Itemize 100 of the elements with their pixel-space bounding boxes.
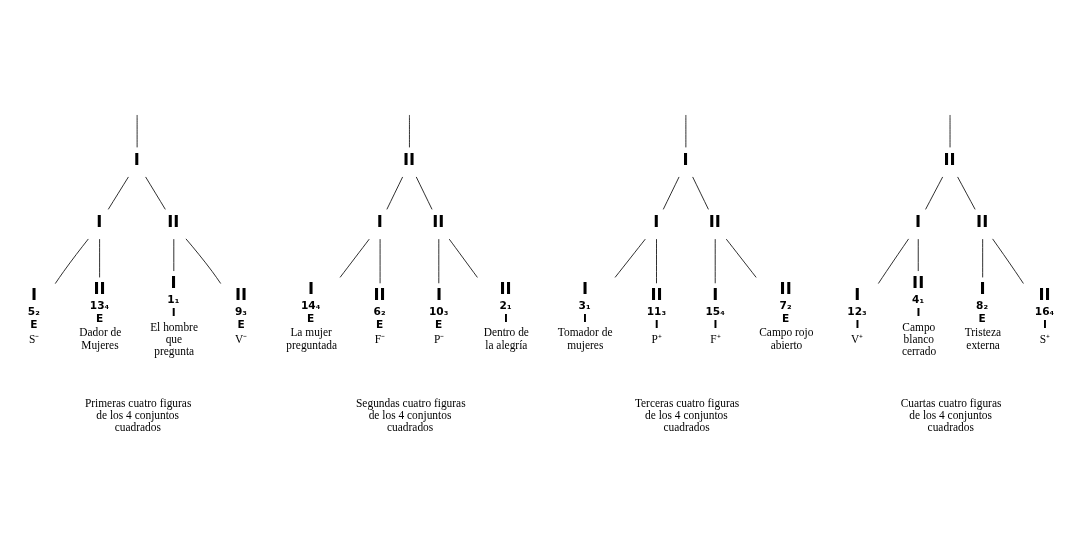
connector [107, 176, 129, 210]
node-label: I [713, 318, 718, 331]
node-text: I [435, 285, 443, 305]
connector [185, 238, 222, 284]
node-text: I [581, 278, 588, 298]
connector [339, 238, 370, 278]
node-label: 11₃ [646, 305, 667, 318]
node-label: Tristeza externa [964, 326, 1002, 351]
node-label: Campo rojo abierto [759, 326, 814, 351]
node-label: E [95, 311, 104, 324]
node-label: E [435, 318, 443, 331]
node-text: I [979, 278, 986, 298]
node-label: I [504, 311, 508, 324]
node-text: II [912, 273, 925, 293]
node-label: I [654, 318, 659, 331]
label: Segundas cuatro figuras de los 4 conjuntos cuadrados [356, 396, 466, 434]
node-text: II [1038, 285, 1051, 305]
connector [725, 238, 757, 278]
node-text: II [499, 278, 512, 298]
node-text: I [307, 278, 315, 298]
node-text: II [779, 278, 792, 298]
node-label: I [916, 306, 921, 319]
node-text: I [96, 212, 103, 232]
node-label: 12₃ [847, 305, 867, 318]
node-label: Tomador de mujeres [557, 326, 613, 351]
node-label: I [171, 306, 176, 319]
connector [957, 176, 976, 210]
label: Terceras cuatro figuras de los 4 conjuntos cuadrados [634, 396, 740, 434]
node-label: 14₄ [301, 298, 321, 311]
node-label: E [782, 311, 790, 324]
node-label: 13₄ [89, 298, 110, 311]
node-label: I [1043, 318, 1047, 331]
node-text: II [234, 285, 248, 305]
connector [415, 176, 433, 210]
node-label: 16₄ [1034, 305, 1055, 318]
connector [982, 238, 984, 278]
node-label: 1₁ [167, 293, 180, 306]
connector [992, 238, 1024, 284]
node-label: S⁺ [1039, 332, 1051, 345]
node-label: 7₂ [779, 298, 792, 311]
connector [692, 176, 709, 210]
connector [662, 176, 680, 210]
node-label: P⁻ [433, 332, 445, 345]
node-label: I [855, 318, 860, 331]
node-label: 2₁ [499, 298, 512, 311]
connector [925, 176, 944, 210]
node-text: II [167, 212, 180, 232]
label: Cuartas cuatro figuras de los 4 conjuntos cuadrados [900, 396, 1002, 434]
connector [656, 238, 657, 284]
node-text: II [402, 150, 416, 170]
node-text: I [376, 212, 383, 232]
node-label: 15₄ [705, 305, 725, 318]
node-text: I [914, 212, 922, 232]
node-label: 4₁ [912, 293, 925, 306]
node-label: 5₂ [27, 305, 40, 318]
node-label: 6₂ [373, 305, 386, 318]
node-text: II [373, 285, 386, 305]
node-text: II [93, 278, 106, 298]
node-label: Dentro de la alegría [483, 326, 529, 351]
connector [99, 238, 100, 278]
node-text: II [650, 285, 663, 305]
node-text: I [712, 285, 719, 305]
node-text: I [133, 150, 140, 170]
node-label: 3₁ [578, 298, 591, 311]
connector [448, 238, 478, 278]
node-text: I [854, 285, 861, 305]
node-text: II [708, 212, 721, 232]
connector [614, 238, 646, 278]
node-text: II [976, 212, 989, 232]
node-label: E [237, 318, 245, 331]
node-label: F⁺ [710, 332, 721, 345]
node-label: E [978, 311, 986, 324]
connector [409, 114, 410, 148]
node-label: E [376, 318, 384, 331]
node-text: I [682, 150, 689, 170]
node-label: E [307, 311, 315, 324]
node-label: V⁺ [850, 332, 864, 345]
connector [386, 176, 404, 210]
node-label: 8₂ [976, 298, 989, 311]
connector [145, 176, 166, 210]
node-label: Campo blanco cerrado [901, 320, 937, 358]
connector [877, 238, 909, 284]
connector [54, 238, 89, 285]
node-text: I [653, 212, 660, 232]
node-label: V⁻ [234, 332, 248, 345]
node-label: I [583, 311, 588, 324]
node-label: E [30, 318, 38, 331]
node-label: S⁻ [29, 332, 40, 345]
node-label: F⁻ [374, 332, 386, 345]
node-label: 9₃ [234, 305, 247, 318]
node-label: 10₃ [429, 305, 449, 318]
node-label: Dador de Mujeres [79, 326, 122, 351]
label: Primeras cuatro figuras de los 4 conjuntos cuadrados [84, 396, 192, 434]
node-text: I [170, 273, 177, 293]
node-label: El hombre que pregunta [150, 320, 198, 358]
node-text: I [31, 285, 38, 305]
node-label: P⁺ [651, 332, 662, 345]
node-label: La mujer preguntada [286, 326, 337, 351]
node-text: II [432, 212, 445, 232]
node-text: II [943, 150, 956, 170]
